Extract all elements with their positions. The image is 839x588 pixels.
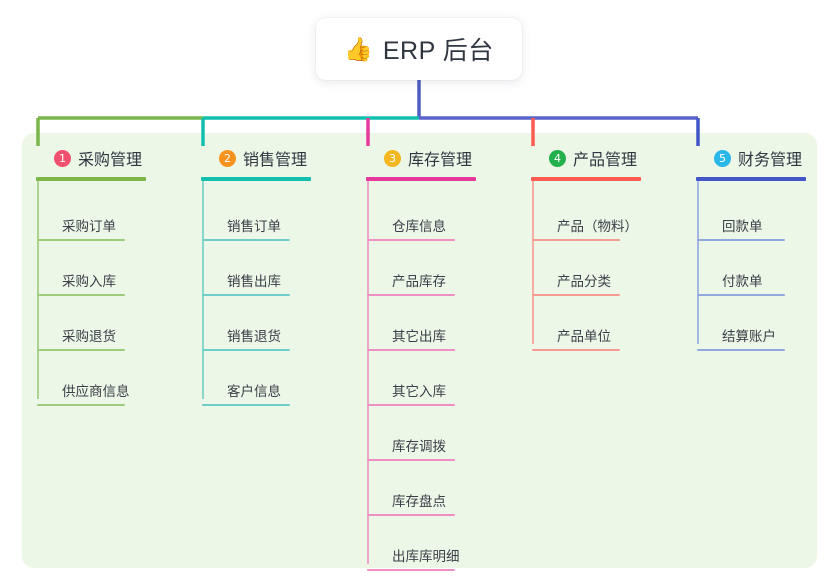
branch-item[interactable]: 付款单 [696, 256, 806, 311]
branch-item[interactable]: 销售退货 [201, 311, 311, 366]
branch-title: 库存管理 [408, 152, 473, 169]
branch-item-label: 采购订单 [62, 219, 116, 234]
branch-item[interactable]: 库存盘点 [366, 476, 476, 531]
branch-header-underline [36, 177, 146, 181]
branch-column-4: 4 产品管理产品（物料） 产品分类产品单位 [531, 145, 641, 366]
branch-item-underline [37, 239, 125, 241]
branch-item-underline [367, 514, 455, 516]
branch-item-underline [367, 239, 455, 241]
branch-item-underline [697, 349, 785, 351]
branch-item-underline [367, 349, 455, 351]
branch-title: 产品管理 [573, 152, 638, 169]
branch-item-label: 仓库信息 [392, 219, 446, 234]
branch-item-label: 产品库存 [392, 274, 446, 289]
branch-number-badge: 1 [54, 149, 71, 167]
branch-item[interactable]: 产品库存 [366, 256, 476, 311]
branch-item[interactable]: 采购退货 [36, 311, 146, 366]
branch-item-list: 产品（物料） 产品分类产品单位 [531, 201, 641, 366]
branch-header-underline [201, 177, 311, 181]
branch-item-underline [367, 569, 455, 571]
branch-item-label: 库存调拨 [392, 439, 446, 454]
branch-item[interactable]: 产品（物料） [531, 201, 641, 256]
branch-item-underline [367, 459, 455, 461]
branch-item-label: 其它入库 [392, 384, 446, 399]
branch-item[interactable]: 销售订单 [201, 201, 311, 256]
branch-header-1[interactable]: 1 采购管理 [36, 145, 146, 171]
branch-item-label: 产品单位 [557, 329, 611, 344]
branch-item[interactable]: 出库库明细 [366, 531, 476, 586]
branch-item[interactable]: 回款单 [696, 201, 806, 256]
branch-item[interactable]: 结算账户 [696, 311, 806, 366]
branch-item-underline [37, 294, 125, 296]
branch-item-underline [37, 349, 125, 351]
branch-title: 销售管理 [243, 152, 308, 169]
branch-item[interactable]: 其它入库 [366, 366, 476, 421]
branch-number-badge: 3 [384, 149, 401, 167]
branch-title: 财务管理 [738, 152, 803, 169]
branch-item[interactable]: 仓库信息 [366, 201, 476, 256]
branch-item-underline [202, 404, 290, 406]
branch-item-underline [202, 349, 290, 351]
branch-column-5: 5 财务管理回款单付款单结算账户 [696, 145, 806, 366]
branch-item-label: 产品（物料） [557, 219, 638, 234]
branch-item-underline [202, 294, 290, 296]
branch-item-underline [367, 294, 455, 296]
branch-header-3[interactable]: 3 库存管理 [366, 145, 476, 171]
branch-item-underline [697, 294, 785, 296]
branch-number-badge: 4 [549, 149, 566, 167]
branch-header-2[interactable]: 2 销售管理 [201, 145, 311, 171]
branch-item-underline [697, 239, 785, 241]
branch-column-1: 1 采购管理采购订单采购入库采购退货供应商信息 [36, 145, 146, 421]
branch-header-underline [531, 177, 641, 181]
branch-item-label: 结算账户 [722, 329, 776, 344]
branch-item-underline [202, 239, 290, 241]
branch-item[interactable]: 销售出库 [201, 256, 311, 311]
branch-item-label: 回款单 [722, 219, 763, 234]
branch-item[interactable]: 其它出库 [366, 311, 476, 366]
branch-item-list: 采购订单采购入库采购退货供应商信息 [36, 201, 146, 421]
branch-item-label: 采购退货 [62, 329, 116, 344]
branch-item-underline [532, 239, 620, 241]
branch-item[interactable]: 采购订单 [36, 201, 146, 256]
branch-item-underline [532, 349, 620, 351]
branch-header-4[interactable]: 4 产品管理 [531, 145, 641, 171]
branch-item-label: 出库库明细 [392, 549, 460, 564]
branch-item-label: 销售订单 [227, 219, 281, 234]
branch-item-label: 销售出库 [227, 274, 281, 289]
branch-item-underline [532, 294, 620, 296]
branch-item-label: 客户信息 [227, 384, 281, 399]
branch-column-3: 3 库存管理仓库信息产品库存其它出库其它入库库存调拨库存盘点出库库明细 [366, 145, 476, 586]
root-node-erp-backend[interactable]: 👍 ERP 后台 [316, 18, 522, 80]
branch-item[interactable]: 库存调拨 [366, 421, 476, 476]
branch-item-underline [367, 404, 455, 406]
branch-item-label: 其它出库 [392, 329, 446, 344]
branch-item-list: 销售订单销售出库销售退货客户信息 [201, 201, 311, 421]
thumbs-up-icon: 👍 [344, 35, 373, 62]
branch-title: 采购管理 [78, 152, 143, 169]
branch-item-underline [37, 404, 125, 406]
branch-header-underline [696, 177, 806, 181]
branch-item[interactable]: 产品分类 [531, 256, 641, 311]
branch-item-list: 仓库信息产品库存其它出库其它入库库存调拨库存盘点出库库明细 [366, 201, 476, 586]
branch-number-badge: 5 [714, 149, 731, 167]
branch-item-label: 付款单 [722, 274, 763, 289]
root-node-title: ERP 后台 [382, 37, 494, 65]
branch-header-5[interactable]: 5 财务管理 [696, 145, 806, 171]
branch-number-badge: 2 [219, 149, 236, 167]
branch-item[interactable]: 客户信息 [201, 366, 311, 421]
branch-item-label: 销售退货 [227, 329, 281, 344]
branch-item-label: 供应商信息 [62, 384, 130, 399]
branch-header-underline [366, 177, 476, 181]
branch-item-label: 库存盘点 [392, 494, 446, 509]
branch-item[interactable]: 采购入库 [36, 256, 146, 311]
branch-item-label: 采购入库 [62, 274, 116, 289]
branch-item[interactable]: 产品单位 [531, 311, 641, 366]
branch-item-list: 回款单付款单结算账户 [696, 201, 806, 366]
branch-column-2: 2 销售管理销售订单销售出库销售退货客户信息 [201, 145, 311, 421]
branch-item[interactable]: 供应商信息 [36, 366, 146, 421]
branch-item-label: 产品分类 [557, 274, 611, 289]
